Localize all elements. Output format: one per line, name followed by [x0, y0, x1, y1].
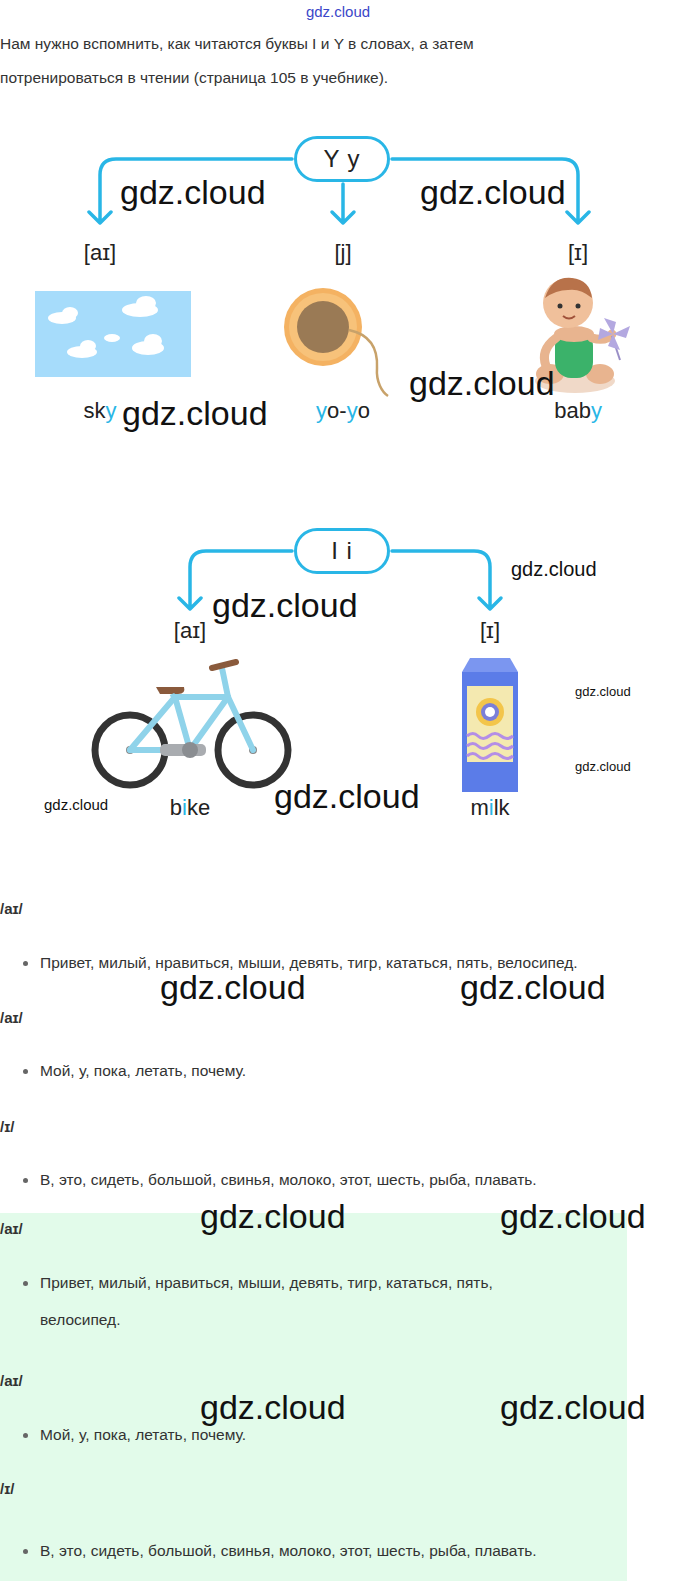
- list-bullet: [23, 1069, 28, 1074]
- connector: [392, 551, 501, 609]
- answer-text: /aɪ/: [0, 1219, 23, 1239]
- watermark: gdz.cloud: [575, 759, 631, 775]
- bike-picture: [95, 662, 288, 785]
- milk-picture: [462, 658, 518, 792]
- sound-heading: /aɪ/: [0, 1009, 23, 1027]
- watermark: gdz.cloud: [511, 557, 597, 581]
- watermark: gdz.cloud: [200, 1196, 346, 1237]
- list-bullet: [23, 1549, 28, 1554]
- watermark: gdz.cloud: [500, 1387, 646, 1428]
- watermark: gdz.cloud: [122, 393, 268, 434]
- phonetic-symbol: [aɪ]: [84, 238, 116, 268]
- watermark: gdz.cloud: [575, 684, 631, 700]
- sound-heading: /ɪ/: [0, 1118, 14, 1136]
- watermark: gdz.cloud: [212, 585, 358, 626]
- list-bullet: [23, 1433, 28, 1438]
- watermark: gdz.cloud: [460, 967, 606, 1008]
- connector: [89, 159, 292, 223]
- answer-text: Привет, милый, нравиться, мыши, девять, …: [40, 1264, 565, 1338]
- letter-pair: I i: [331, 537, 353, 565]
- watermark: gdz.cloud: [420, 172, 566, 213]
- example-word: baby: [554, 396, 602, 426]
- sound-group: [j] yo-yo: [268, 226, 418, 426]
- site-link: gdz.cloud: [306, 3, 370, 21]
- example-word: milk: [470, 793, 509, 823]
- list-bullet: [23, 1178, 28, 1183]
- connector: [392, 159, 589, 223]
- letter-pill: I i: [294, 528, 390, 574]
- letter-pill: Y y: [294, 136, 390, 182]
- phonetic-symbol: [aɪ]: [174, 616, 206, 646]
- watermark: gdz.cloud: [500, 1196, 646, 1237]
- sound-group: [ɪ] milk: [415, 612, 565, 823]
- list-bullet: [23, 1281, 28, 1286]
- answer-text: /ɪ/: [0, 1479, 14, 1499]
- connector: [332, 184, 354, 223]
- sound-group: [aɪ] bike: [105, 612, 275, 823]
- watermark: gdz.cloud: [274, 776, 420, 817]
- sky-picture: [35, 291, 191, 377]
- answer-text: /aɪ/: [0, 1371, 23, 1391]
- example-word: sky: [84, 396, 117, 426]
- watermark: gdz.cloud: [120, 172, 266, 213]
- example-word: yo-yo: [316, 396, 370, 426]
- sound-heading: /aɪ/: [0, 900, 23, 918]
- yoyo-picture: [284, 288, 388, 396]
- list-bullet: [23, 961, 28, 966]
- watermark: gdz.cloud: [409, 363, 555, 404]
- phonetic-symbol: [ɪ]: [480, 616, 500, 646]
- answer-text: В, это, сидеть, большой, свинья, молоко,…: [40, 1532, 620, 1569]
- watermark: gdz.cloud: [160, 967, 306, 1008]
- word-list: Мой, у, пока, летать, почему.: [40, 1062, 670, 1081]
- phonetic-symbol: [ɪ]: [568, 238, 588, 268]
- word-list: В, это, сидеть, большой, свинья, молоко,…: [40, 1171, 670, 1190]
- intro-paragraph: Нам нужно вспомнить, как читаются буквы …: [0, 27, 560, 95]
- letter-pair: Y y: [323, 145, 360, 173]
- watermark: gdz.cloud: [44, 796, 108, 814]
- watermark: gdz.cloud: [200, 1387, 346, 1428]
- phonetic-symbol: [j]: [334, 238, 351, 268]
- example-word: bike: [170, 793, 210, 823]
